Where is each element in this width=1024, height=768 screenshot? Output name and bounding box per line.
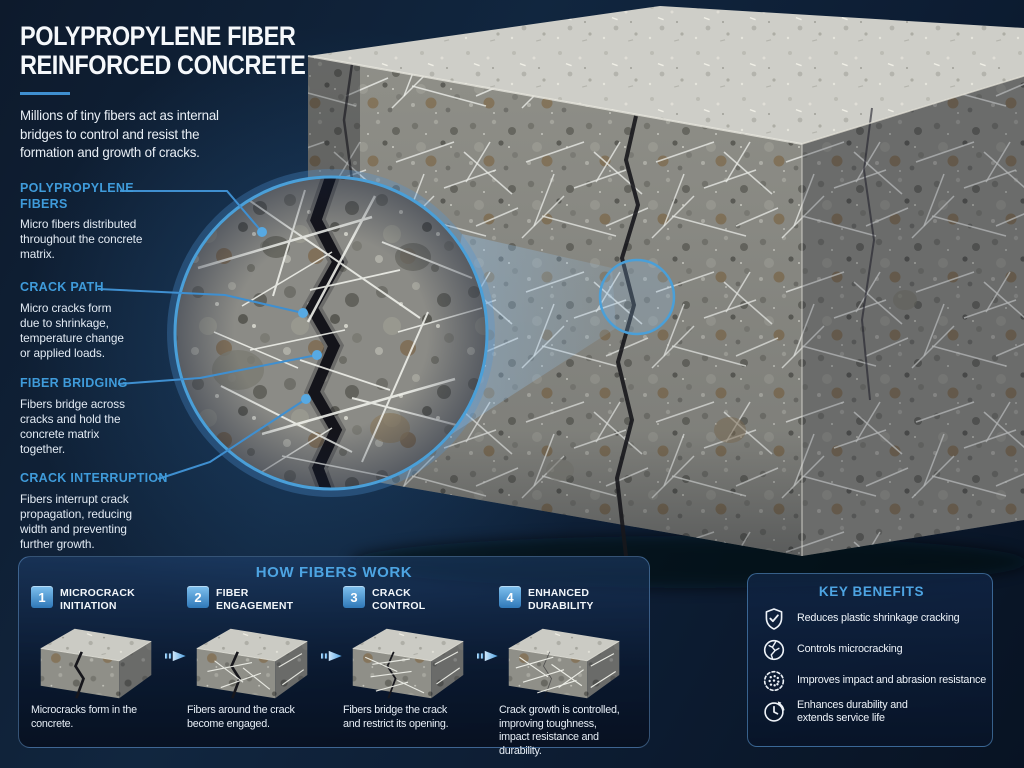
callout-heading: CRACK PATH: [20, 280, 104, 294]
leader-dots: [257, 227, 322, 404]
step1-block-image: [40, 628, 152, 699]
step4-block-image: [508, 628, 620, 699]
step-number-badge: 2: [187, 586, 209, 608]
step-microcrack-initiation: 1 MICROCRACK INITIATION Microcracks form…: [31, 586, 165, 731]
step-number-badge: 4: [499, 586, 521, 608]
microcrack-circle-icon: [763, 639, 785, 661]
page-title: POLYPROPYLENE FIBER REINFORCED CONCRETE: [20, 21, 306, 81]
step-crack-control: 3 CRACK CONTROL: [343, 586, 477, 731]
callout-heading: POLYPROPYLENE FIBERS: [20, 181, 134, 211]
callout-heading: CRACK INTERRUPTION: [20, 471, 168, 485]
callout-fiber-bridging: FIBER BRIDGING Fibers bridge across crac…: [20, 376, 162, 457]
clock-cycle-icon: [764, 701, 785, 723]
benefit-row: Controls microcracking: [761, 637, 982, 663]
header: POLYPROPYLENE FIBER REINFORCED CONCRETE …: [20, 21, 320, 161]
benefits-heading: KEY BENEFITS: [818, 584, 925, 599]
benefit-text: Reduces plastic shrinkage cracking: [797, 612, 960, 625]
callout-crack-interruption: CRACK INTERRUPTION Fibers interrupt crac…: [20, 471, 168, 552]
step-label: FIBER ENGAGEMENT: [216, 587, 294, 612]
process-steps-row: 1 MICROCRACK INITIATION Microcracks form…: [31, 586, 637, 758]
next-step-arrow-icon: [165, 648, 187, 664]
callout-body: Fibers bridge across cracks and hold the…: [20, 396, 125, 456]
key-benefits-panel: KEY BENEFITS Reduces plastic shrinkage c…: [747, 573, 993, 747]
page-subtitle: Millions of tiny fibers act as internal …: [20, 107, 219, 160]
callout-polypropylene-fibers: POLYPROPYLENE FIBERS Micro fibers distri…: [20, 181, 162, 263]
magnifier-circle: [167, 169, 495, 497]
process-heading: HOW FIBERS WORK: [255, 564, 413, 581]
callout-body: Micro cracks form due to shrinkage, temp…: [20, 300, 124, 360]
block-crack: [614, 115, 641, 557]
callout-crack-path: CRACK PATH Micro cracks form due to shri…: [20, 280, 162, 361]
step-description: Crack growth is controlled, improving to…: [499, 704, 620, 757]
callout-body: Micro fibers distributed throughout the …: [20, 217, 143, 262]
step-fiber-engagement: 2 FIBER ENGAGEMENT Fibers ar: [187, 586, 321, 731]
step-label: CRACK CONTROL: [372, 587, 426, 612]
title-underline-rule: [20, 92, 70, 96]
step-enhanced-durability: 4 ENHANCED DURABILITY: [499, 586, 633, 758]
step-description: Fibers bridge the crack and restrict its…: [343, 704, 449, 730]
focus-circle: [598, 258, 676, 336]
abrasion-dots-icon: [763, 670, 785, 692]
benefit-text: Improves impact and abrasion resistance: [797, 674, 987, 687]
step-description: Microcracks form in the concrete.: [31, 704, 137, 730]
how-fibers-work-panel: HOW FIBERS WORK 1 MICROCRACK INITIATION …: [18, 556, 650, 757]
step-label: MICROCRACK INITIATION: [60, 587, 135, 612]
step3-block-image: [352, 628, 464, 699]
step-number-badge: 1: [31, 586, 53, 608]
benefit-row: Improves impact and abrasion resistance: [761, 668, 986, 694]
benefit-text: Controls microcracking: [797, 643, 903, 656]
callout-leader-lines: [97, 190, 318, 480]
callout-heading: FIBER BRIDGING: [20, 376, 128, 390]
step-description: Fibers around the crack become engaged.: [187, 704, 295, 730]
benefit-row: Enhances durability and extends service …: [761, 699, 982, 726]
benefit-row: Reduces plastic shrinkage cracking: [761, 606, 982, 632]
benefit-text: Enhances durability and extends service …: [797, 699, 908, 725]
next-step-arrow-icon: [321, 648, 343, 664]
step-number-badge: 3: [343, 586, 365, 608]
shield-check-icon: [765, 608, 783, 630]
next-step-arrow-icon: [477, 648, 499, 664]
step-label: ENHANCED DURABILITY: [528, 587, 594, 612]
callout-body: Fibers interrupt crack propagation, redu…: [20, 491, 133, 551]
step2-block-image: [196, 628, 308, 699]
